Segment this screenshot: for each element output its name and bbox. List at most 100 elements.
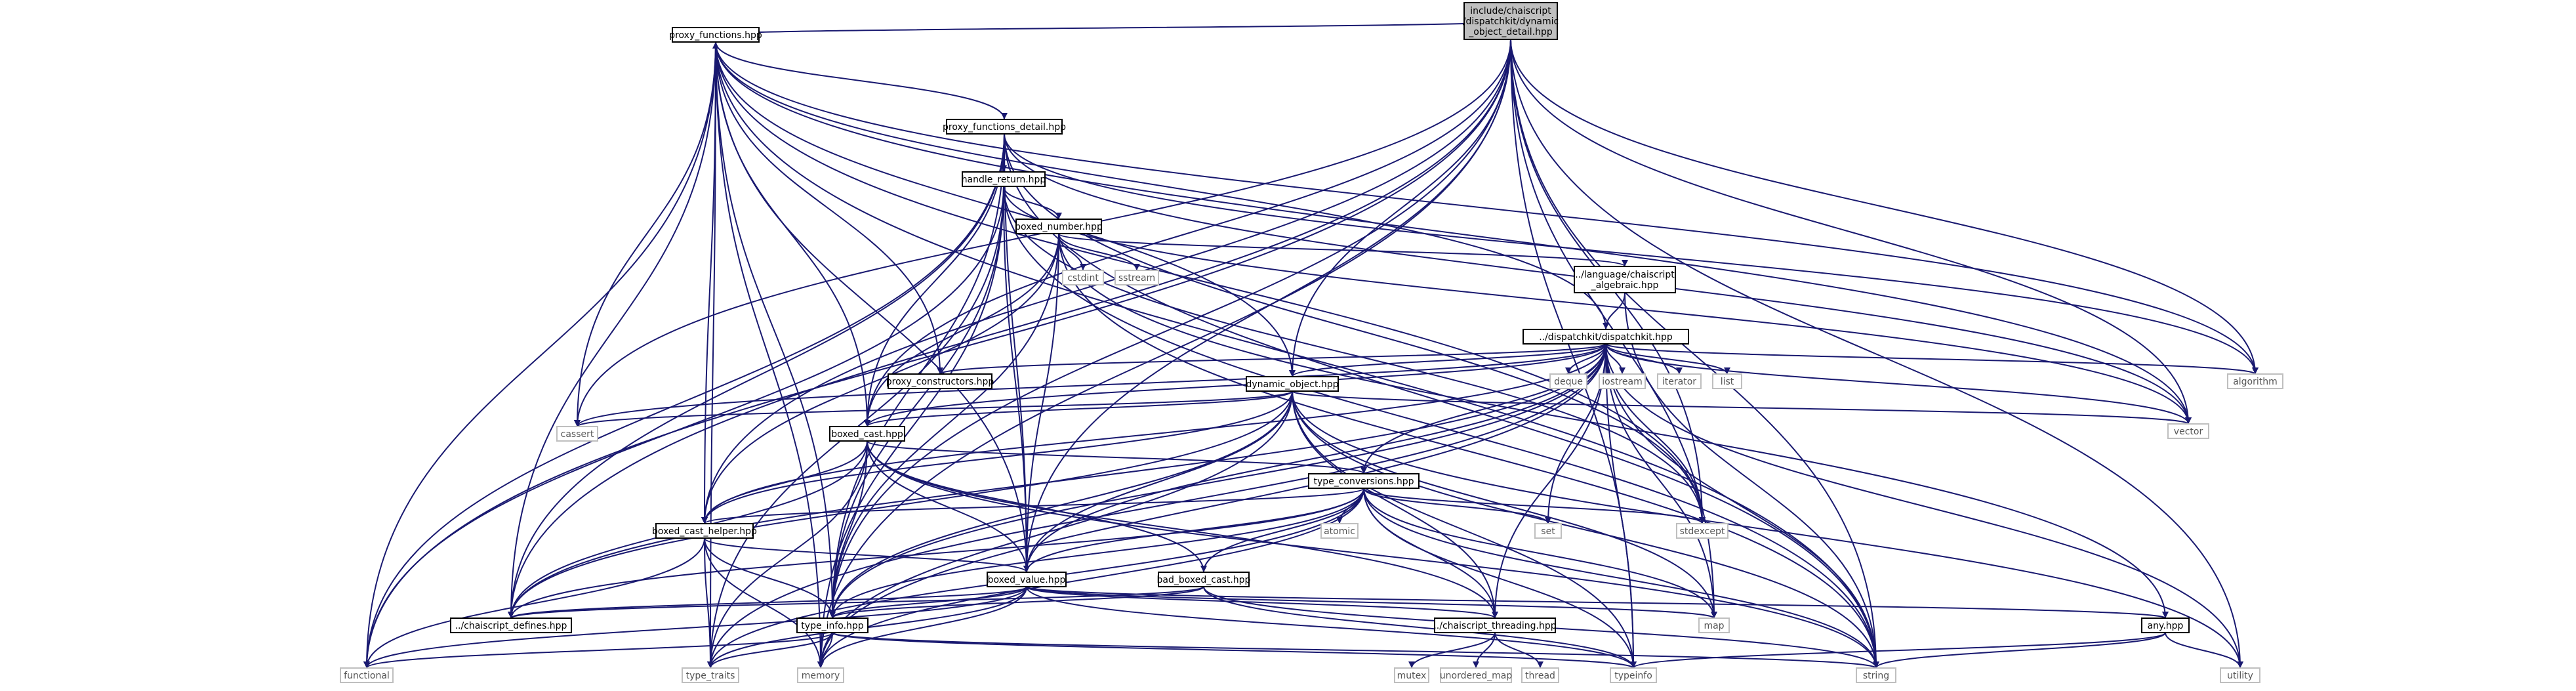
edge-arrow-dispatchkit-to-iterator (1676, 367, 1683, 374)
node-label: boxed_cast_helper.hpp (652, 526, 757, 537)
edge-arrow-boxed_number-to-cstdint (1080, 264, 1086, 270)
edge-proxy_functions-to-stdexcept (715, 41, 1703, 524)
edge-type_conversions-to-defines (510, 488, 1364, 619)
node-box (450, 618, 572, 633)
node-label: boxed_cast.hpp (831, 429, 903, 440)
node-algebraic[interactable]: ../language/chaiscript_algebraic.hpp (1574, 266, 1676, 293)
edge-root-to-vector (1510, 39, 2189, 425)
node-label: ../dispatchkit/dispatchkit.hpp (1539, 332, 1673, 343)
edge-arrow-dispatchkit-to-dynamic_object (1289, 370, 1296, 377)
edge-arrow-proxy_constructors-to-proxy_functions (712, 42, 719, 49)
edge-arrow-proxy_functions-to-proxy_functions_detail (1001, 113, 1008, 119)
node-box (1015, 219, 1102, 234)
edge-type_info-to-string (832, 632, 1877, 669)
node-box (1549, 373, 1587, 389)
edge-proxy_functions-to-defines (510, 41, 716, 619)
edge-arrow-dynamic_object-to-cassert (574, 420, 581, 427)
edge-arrow-any-to-typeinfo (1630, 661, 1637, 668)
edge-boxed_number-to-sstream (1058, 233, 1137, 271)
node-box (1712, 373, 1742, 389)
node-defines[interactable]: ../chaiscript_defines.hpp (450, 618, 572, 633)
edge-arrow-any-to-string (1873, 661, 1879, 668)
node-utility: utility (2220, 667, 2260, 683)
edge-arrow-type_info-to-type_traits (707, 661, 714, 668)
edge-arrow-type_info-to-memory (817, 661, 824, 668)
edge-proxy_functions_detail-to-boxed_cast (867, 133, 1005, 427)
node-mutex: mutex (1394, 667, 1429, 683)
node-box (1657, 373, 1702, 389)
node-type-info[interactable]: type_info.hpp (796, 618, 869, 633)
edge-boxed_value-to-type_info (832, 586, 1027, 619)
node-dispatchkit[interactable]: ../dispatchkit/dispatchkit.hpp (1523, 329, 1689, 345)
node-box (1856, 667, 1896, 683)
node-boxed-cast[interactable]: boxed_cast.hpp (829, 426, 905, 442)
edge-arrow-type_info-to-functional (363, 661, 370, 668)
node-box (1308, 473, 1420, 489)
node-proxy-functions-detail[interactable]: proxy_functions_detail.hpp (943, 119, 1066, 135)
edge-arrow-bad_boxed_cast-to-type_info (829, 612, 836, 618)
node-box (1523, 329, 1689, 345)
node-thread: thread (1521, 667, 1559, 683)
node-label: string (1863, 671, 1889, 681)
node-root[interactable]: include/chaiscript/dispatchkit/dynamic_o… (1463, 2, 1559, 40)
edge-arrow-boxed_cast_helper-to-boxed_value (1023, 566, 1030, 572)
node-type-conversions[interactable]: type_conversions.hpp (1308, 473, 1420, 489)
edge-proxy_functions-to-memory (715, 41, 821, 669)
node-boxed-cast-helper[interactable]: boxed_cast_helper.hpp (652, 523, 757, 539)
edge-boxed_value-to-threading (1026, 586, 1496, 619)
node-boxed-value[interactable]: boxed_value.hpp (987, 572, 1067, 587)
edge-proxy_functions-to-proxy_functions_detail (715, 41, 1005, 120)
edge-dispatchkit-to-type_conversions (1363, 343, 1606, 474)
edge-dispatchkit-to-memory (820, 343, 1606, 669)
node-label: bad_boxed_cast.hpp (1157, 575, 1251, 585)
node-typeinfo: typeinfo (1610, 667, 1657, 683)
edge-arrow-boxed_value-to-map (1711, 612, 1717, 618)
node-box (1246, 376, 1339, 392)
node-box (1320, 523, 1359, 539)
node-type-traits: type_traits (682, 667, 739, 683)
edge-boxed_number-to-type_info (832, 233, 1059, 619)
edge-arrow-dynamic_object-to-vector (2185, 417, 2192, 424)
node-label: mutex (1397, 671, 1427, 681)
node-proxy-functions[interactable]: proxy_functions.hpp (669, 27, 762, 43)
edge-arrow-type_conversions-to-bad_boxed_cast (1200, 566, 1207, 572)
node-bad-boxed-cast[interactable]: bad_boxed_cast.hpp (1157, 572, 1251, 587)
node-boxed-number[interactable]: boxed_number.hpp (1015, 219, 1103, 234)
node-any[interactable]: any.hpp (2141, 618, 2190, 633)
node-threading[interactable]: ../chaiscript_threading.hpp (1433, 618, 1557, 633)
node-box (1114, 270, 1159, 285)
edge-type_conversions-to-set (1363, 488, 1549, 524)
edge-proxy_functions_detail-to-defines (510, 133, 1005, 619)
node-label: unordered_map (1440, 671, 1512, 681)
node-box (946, 119, 1063, 135)
edge-proxy_functions_detail-to-functional (366, 133, 1005, 669)
node-unordered-map: unordered_map (1440, 667, 1512, 683)
node-box (682, 667, 739, 683)
edge-type_conversions-to-map (1363, 488, 1715, 619)
edge-proxy_constructors-to-proxy_functions (715, 41, 941, 375)
node-box (655, 523, 754, 539)
node-label: any.hpp (2148, 621, 2184, 631)
node-label: algorithm (2233, 377, 2278, 387)
edge-boxed_cast-to-threading (867, 440, 1496, 619)
edge-arrow-dispatchkit-to-deque (1565, 367, 1572, 374)
edge-bad_boxed_cast-to-defines (510, 586, 1204, 619)
node-label: utility (2227, 671, 2253, 681)
node-handle-return[interactable]: handle_return.hpp (962, 171, 1046, 187)
node-proxy-constructors[interactable]: proxy_constructors.hpp (886, 373, 994, 389)
edge-handle_return-to-stdexcept (1003, 186, 1703, 524)
node-box (2227, 373, 2283, 389)
node-box (1610, 667, 1657, 683)
node-label: dynamic_object.hpp (1246, 379, 1338, 390)
edge-bad_boxed_cast-to-type_info (832, 586, 1204, 619)
node-list: list (1712, 373, 1742, 389)
edge-boxed_value-to-typeinfo (1026, 586, 1634, 669)
edge-root-to-utility (1510, 39, 2241, 669)
edge-type_conversions-to-string (1363, 488, 1877, 669)
node-dynamic-object[interactable]: dynamic_object.hpp (1246, 376, 1339, 392)
edge-boxed_number-to-boxed_value (1026, 233, 1059, 573)
edge-proxy_functions_detail-to-algorithm (1004, 133, 2256, 375)
edge-dynamic_object-to-typeinfo (1292, 390, 1634, 669)
node-label: include/chaiscript (1470, 6, 1551, 16)
edge-boxed_cast-to-type_info (832, 440, 868, 619)
